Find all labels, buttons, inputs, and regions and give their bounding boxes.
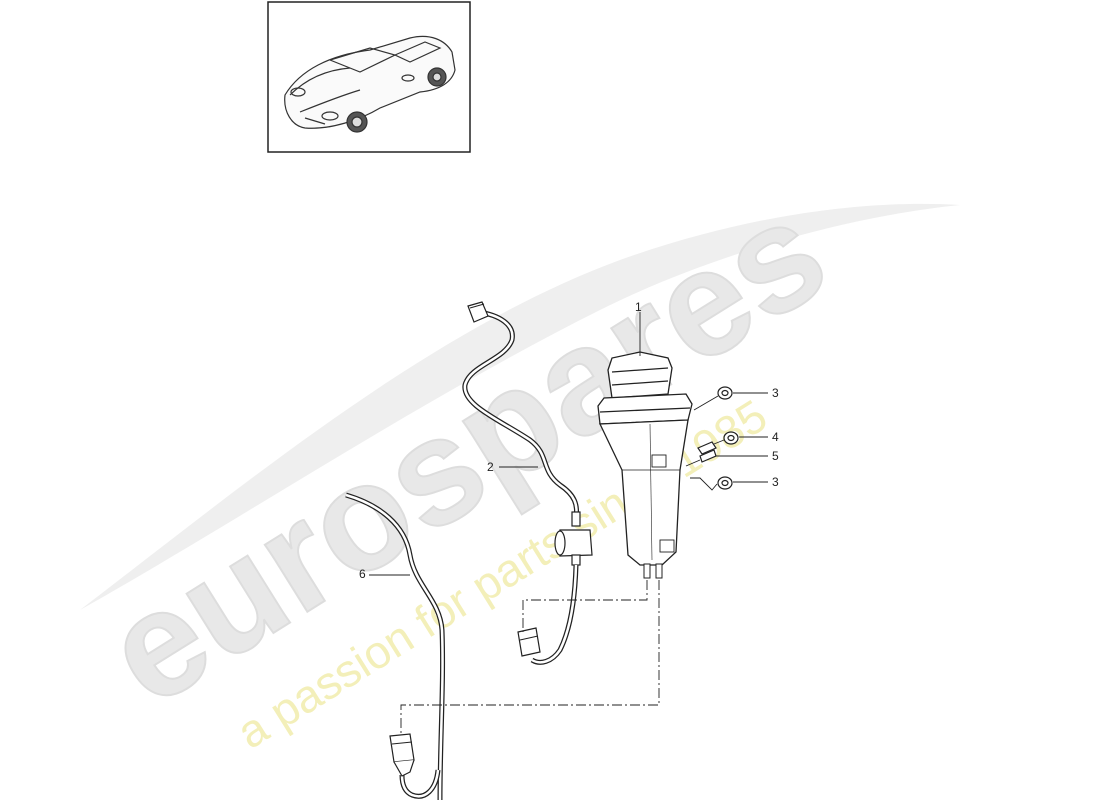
callout-2: 2 — [487, 460, 494, 474]
grommet-3-lower — [717, 476, 733, 490]
car-illustration — [284, 35, 456, 133]
leader-lines — [369, 312, 768, 576]
callout-3-lower: 3 — [772, 475, 779, 489]
callout-4: 4 — [772, 430, 779, 444]
callout-6: 6 — [359, 567, 366, 581]
vent-hose-long — [345, 492, 446, 801]
callout-1: 1 — [635, 300, 642, 314]
carbon-canister — [597, 351, 693, 579]
callout-5: 5 — [772, 449, 779, 463]
vehicle-thumbnail — [267, 1, 471, 153]
vent-hose-upper — [462, 301, 593, 665]
grommet-3-upper — [717, 386, 733, 400]
connection-lines — [400, 580, 660, 736]
callout-3-upper: 3 — [772, 386, 779, 400]
nut-4 — [723, 431, 739, 445]
